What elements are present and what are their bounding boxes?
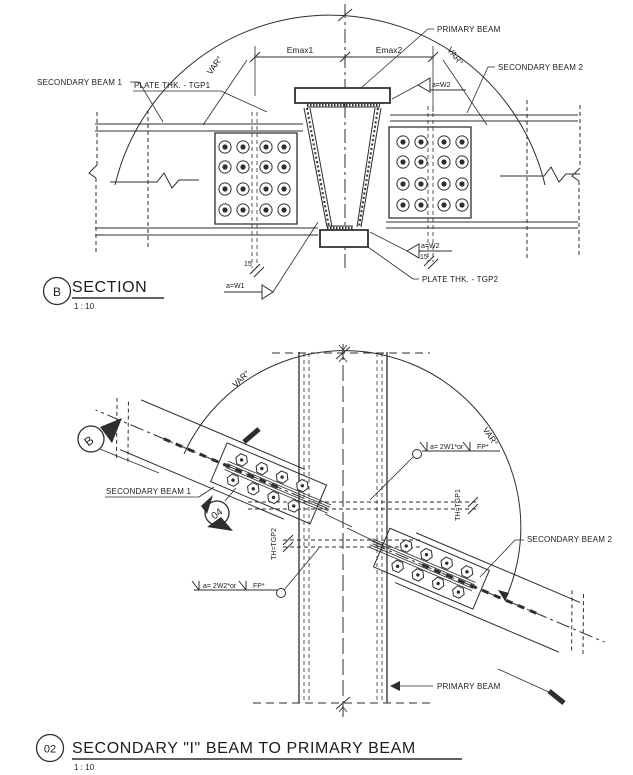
section-view: Emax1 Emax2 VAR° VAR° xyxy=(37,4,584,311)
label-plate-thk-tgp1: PLATE THK. - TGP1 xyxy=(134,81,211,90)
dim-th-tgp1: TH=TGP1 xyxy=(455,489,462,521)
weld-label-w1: a=W1 xyxy=(226,283,245,290)
dim-15-left: 15 xyxy=(244,261,252,268)
section-bolt-plate-right xyxy=(389,106,471,262)
dim-emax1: Emax1 xyxy=(287,45,314,55)
plan-label-secondary-beam-2: SECONDARY BEAM 2 xyxy=(527,535,613,544)
weld-label-2w2-fp: FP* xyxy=(253,583,265,590)
label-secondary-beam-2: SECONDARY BEAM 2 xyxy=(498,63,584,72)
section-bolt-plate-left xyxy=(215,112,297,268)
dim-emax2: Emax2 xyxy=(376,45,403,55)
section-weld-callouts: a=W2 a=W2 a=W1 15 15 xyxy=(224,78,466,299)
weld-label-2w1: a= 2W1*or xyxy=(430,444,464,451)
plan-label-primary-beam: PRIMARY BEAM xyxy=(437,682,501,691)
plan-detail-marker: 04 xyxy=(201,488,236,531)
section-scale: 1 : 10 xyxy=(74,302,95,311)
section-tapered-stub xyxy=(295,88,390,247)
plan-label-secondary-beam-1: SECONDARY BEAM 1 xyxy=(106,487,192,496)
section-title-block: B SECTION 1 : 10 xyxy=(44,278,165,311)
section-secondary-beam-2 xyxy=(386,100,580,258)
plan-secondary-beam-2 xyxy=(360,510,618,667)
dim-th-tgp2: TH=TGP2 xyxy=(271,528,278,560)
label-primary-beam: PRIMARY BEAM xyxy=(437,25,501,34)
weld-label-2w1-fp: FP* xyxy=(477,444,489,451)
label-plate-thk-tgp2: PLATE THK. - TGP2 xyxy=(422,275,499,284)
dim-var-left: VAR° xyxy=(205,54,225,76)
plan-title-block: 02 SECONDARY "I" BEAM TO PRIMARY BEAM 1 … xyxy=(37,735,463,772)
weld-label-w2-top: a=W2 xyxy=(432,82,451,89)
plan-marker-bubble: 02 xyxy=(44,744,56,756)
plan-labels: SECONDARY BEAM 1 SECONDARY BEAM 2 PRIMAR… xyxy=(105,487,613,691)
label-secondary-beam-1: SECONDARY BEAM 1 xyxy=(37,78,123,87)
plan-gusset-plates: TH=TGP1 TH=TGP2 xyxy=(248,489,478,560)
section-secondary-beam-1 xyxy=(89,110,318,252)
plan-scale: 1 : 10 xyxy=(74,763,95,772)
plan-view: VAR° VAR° TH=TGP1 TH=TGP2 a= 2W1*or FP* xyxy=(37,344,619,772)
dim-15-right: 15 xyxy=(420,254,428,261)
weld-label-2w2: a= 2W2*or xyxy=(203,583,237,590)
plan-weld-callouts: a= 2W1*or FP* a= 2W2*or FP* xyxy=(192,442,500,598)
weld-label-w2-right: a=W2 xyxy=(421,243,440,250)
section-labels: SECONDARY BEAM 1 PLATE THK. - TGP1 PRIMA… xyxy=(37,25,584,284)
plan-primary-beam xyxy=(253,344,433,719)
plan-title: SECONDARY "I" BEAM TO PRIMARY BEAM xyxy=(72,740,416,757)
dim-var-right: VAR° xyxy=(445,45,465,67)
plan-section-cut-marker: B xyxy=(78,418,564,703)
section-marker-bubble: B xyxy=(53,285,61,299)
section-title: SECTION xyxy=(72,279,147,296)
